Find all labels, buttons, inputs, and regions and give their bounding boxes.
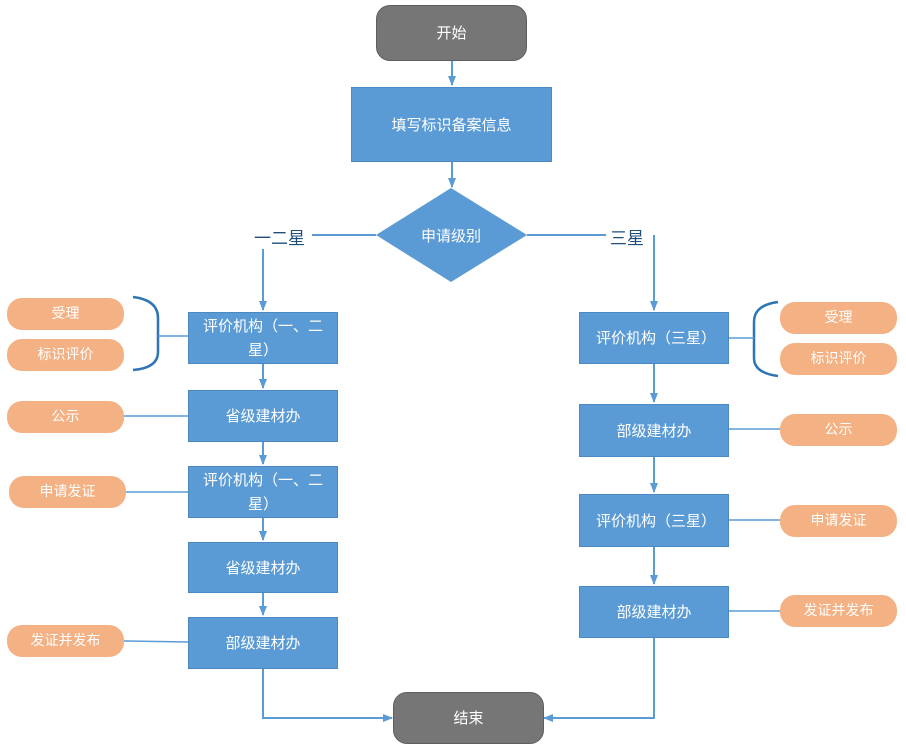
fill-info-node: 填写标识备案信息 (351, 87, 552, 162)
end-node: 结束 (393, 692, 544, 744)
branch-label-right: 三星 (608, 224, 646, 249)
left-bracket (132, 295, 160, 372)
left-tag-apply-certificate: 申请发证 (9, 476, 126, 508)
right-tag-accept: 受理 (780, 302, 897, 334)
right-step-ministry-office-2: 部级建材办 (579, 586, 729, 638)
left-step-ministry-office: 部级建材办 (188, 617, 338, 669)
left-tag-issue-publish: 发证并发布 (7, 625, 124, 657)
left-step-evaluation-2: 评价机构（一、二星） (188, 466, 338, 518)
arrow-right-to-end (543, 638, 655, 722)
right-step-evaluation-2: 评价机构（三星） (579, 494, 729, 547)
right-step-ministry-office-1: 部级建材办 (579, 404, 729, 457)
left-step-provincial-office-1: 省级建材办 (188, 390, 338, 442)
left-step-evaluation-1: 评价机构（一、二星） (188, 312, 338, 364)
left-tag-label-evaluation: 标识评价 (7, 339, 124, 371)
right-step-evaluation-1: 评价机构（三星） (579, 312, 729, 364)
connector-left-tag-5 (123, 640, 189, 643)
left-tag-publicity: 公示 (7, 401, 124, 433)
decision-label: 申请级别 (420, 227, 481, 245)
right-bracket (752, 300, 779, 378)
right-tag-label-evaluation: 标识评价 (780, 343, 897, 375)
right-tag-publicity: 公示 (780, 414, 897, 446)
left-tag-accept: 受理 (7, 298, 124, 330)
start-node: 开始 (376, 5, 527, 61)
right-tag-issue-publish: 发证并发布 (780, 595, 897, 627)
branch-label-left: 一二星 (252, 224, 307, 249)
left-step-provincial-office-2: 省级建材办 (188, 542, 338, 593)
decision-diamond (376, 188, 527, 282)
arrow-left-to-end (262, 669, 393, 722)
right-tag-apply-certificate: 申请发证 (780, 505, 897, 537)
